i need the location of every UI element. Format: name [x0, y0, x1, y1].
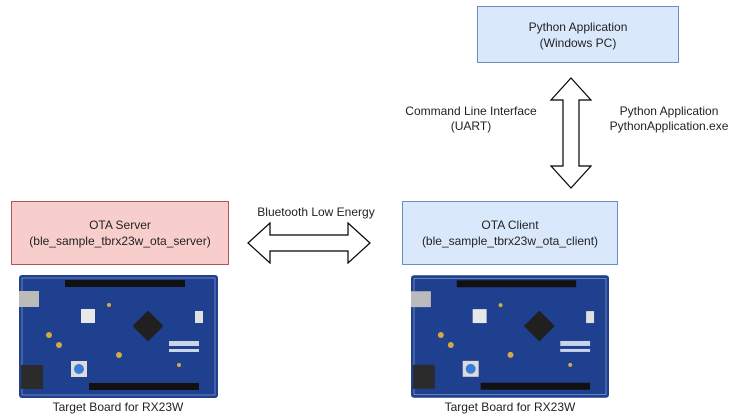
ota-server-node: OTA Server (ble_sample_tbrx23w_ota_serve…	[11, 201, 229, 265]
python-application-title: Python Application	[528, 19, 628, 34]
python-exe-label-line2: PythonApplication.exe	[609, 119, 729, 133]
uart-double-arrow	[549, 77, 593, 189]
ota-client-subtitle: (ble_sample_tbrx23w_ota_client)	[421, 234, 599, 248]
ota-client-node: OTA Client (ble_sample_tbrx23w_ota_clien…	[402, 201, 618, 265]
left-board-caption: Target Board for RX23W	[52, 400, 184, 414]
ota-server-title: OTA Server	[89, 218, 151, 232]
target-board-image-right	[411, 275, 609, 398]
ble-double-arrow	[247, 221, 371, 265]
ota-client-title: OTA Client	[481, 218, 539, 232]
right-board-caption: Target Board for RX23W	[444, 400, 576, 414]
python-application-subtitle: (Windows PC)	[539, 35, 617, 50]
python-application-node: Python Application (Windows PC)	[477, 6, 679, 63]
python-exe-label: Python Application PythonApplication.exe	[604, 104, 734, 134]
ble-label: Bluetooth Low Energy	[257, 205, 375, 219]
target-board-image-left	[19, 275, 218, 398]
ota-server-subtitle: (ble_sample_tbrx23w_ota_server)	[29, 234, 211, 248]
cli-label-line1: Command Line Interface	[405, 104, 537, 118]
python-exe-label-line1: Python Application	[619, 104, 719, 118]
cli-label-line2: (UART)	[450, 119, 492, 133]
cli-label: Command Line Interface (UART)	[396, 104, 546, 134]
